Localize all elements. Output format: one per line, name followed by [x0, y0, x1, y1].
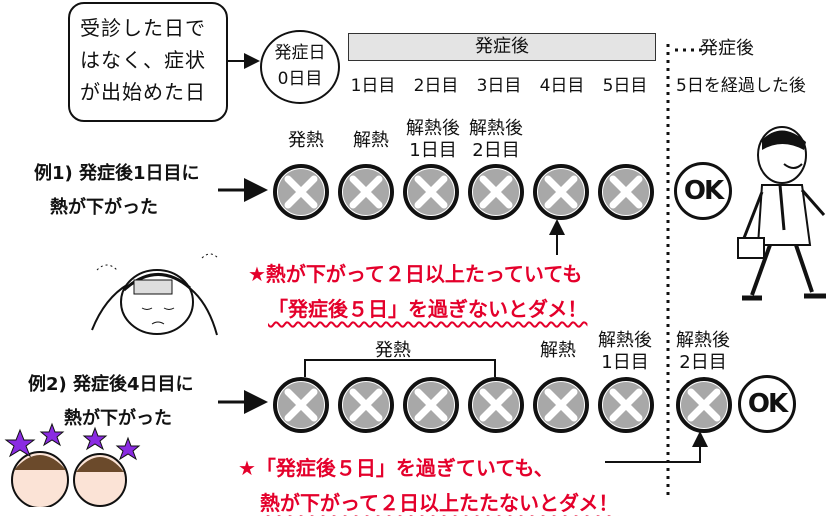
day-cross-mark: [533, 164, 589, 220]
note-line: はなく、症状: [80, 48, 206, 72]
note-box: 受診した日で はなく、症状 が出始めた日: [68, 2, 228, 122]
caption-line: 解熱後: [676, 330, 730, 351]
caption-line: 解熱後: [406, 118, 460, 139]
day-cross-mark: [273, 377, 329, 433]
day-label: 3日目: [476, 76, 522, 96]
example2-label: 例2) 発症後4日目に 熱が下がった: [28, 368, 194, 436]
ok-badge: OK: [738, 375, 796, 433]
caption: 解熱後 1日目: [400, 118, 466, 162]
day-label: 4日目: [539, 76, 585, 96]
note-line: 「発症後５日」を過ぎないとダメ！: [268, 297, 588, 321]
sick-children-illustration: [4, 422, 141, 507]
caption-line: 2日目: [472, 140, 520, 161]
note-line: ★「発症後５日」を過ぎていても、: [238, 456, 554, 480]
caption: 解熱: [525, 340, 591, 362]
caption: 解熱後 2日目: [670, 330, 736, 374]
caption-line: 1日目: [409, 140, 457, 161]
caption-line: 解熱: [540, 340, 576, 361]
example-label-line: 例1) 発症後1日目に: [34, 163, 200, 184]
onset-bar: 発症後: [348, 33, 656, 61]
example1-label: 例1) 発症後1日目に 熱が下がった: [34, 157, 200, 225]
example-label-line: 熱が下がった: [64, 408, 172, 429]
caption-line: 2日目: [679, 352, 727, 373]
day-cross-mark: [676, 377, 732, 433]
example-label-line: 例2) 発症後4日目に: [28, 374, 194, 395]
note-line: ★熱が下がって２日以上たっていても: [248, 262, 583, 286]
caption: 解熱後 1日目: [592, 330, 658, 374]
day-cross-mark: [598, 377, 654, 433]
caption-line: 解熱: [353, 130, 389, 151]
sick-person-illustration: [91, 253, 219, 336]
day-cross-mark: [273, 164, 329, 220]
example-label-line: 熱が下がった: [50, 197, 158, 218]
note-line: 受診した日で: [80, 16, 206, 40]
caption: 解熱: [338, 130, 404, 152]
caption-line: 発熱: [375, 340, 411, 361]
after-onset-sublabel: 5日を経過した後: [676, 76, 806, 96]
day0-line: 0日目: [277, 69, 323, 89]
day-0-circle: 発症日 0日目: [260, 30, 340, 104]
note-line: 熱が下がって２日以上たたないとダメ！: [260, 491, 619, 515]
caption-line: 1日目: [601, 352, 649, 373]
caption: 発熱: [273, 130, 339, 152]
day-cross-mark: [403, 377, 459, 433]
day-label: 5日目: [602, 76, 648, 96]
example2-note: ★「発症後５日」を過ぎていても、 熱が下がって２日以上たたないとダメ！: [238, 452, 618, 516]
caption: 解熱後 2日目: [463, 118, 529, 162]
day-cross-mark: [338, 164, 394, 220]
day-cross-mark: [338, 377, 394, 433]
day-cross-mark: [533, 377, 589, 433]
caption-line: 解熱後: [469, 118, 523, 139]
day-cross-mark: [468, 377, 524, 433]
example1-note: ★熱が下がって２日以上たっていても 「発症後５日」を過ぎないとダメ！: [248, 258, 587, 322]
caption: 発熱: [360, 340, 426, 362]
caption-line: 解熱後: [598, 330, 652, 351]
caption-line: 発熱: [288, 130, 324, 151]
ok-badge: OK: [674, 162, 732, 220]
day-cross-mark: [598, 164, 654, 220]
walking-businessman-illustration: [737, 126, 826, 301]
day0-line: 発症日: [274, 43, 326, 63]
after-onset-label: 発症後: [700, 38, 754, 59]
day-label: 1日目: [350, 76, 396, 96]
note-line: が出始めた日: [80, 80, 206, 104]
day-cross-mark: [468, 164, 524, 220]
day-label: 2日目: [413, 76, 459, 96]
day-cross-mark: [403, 164, 459, 220]
